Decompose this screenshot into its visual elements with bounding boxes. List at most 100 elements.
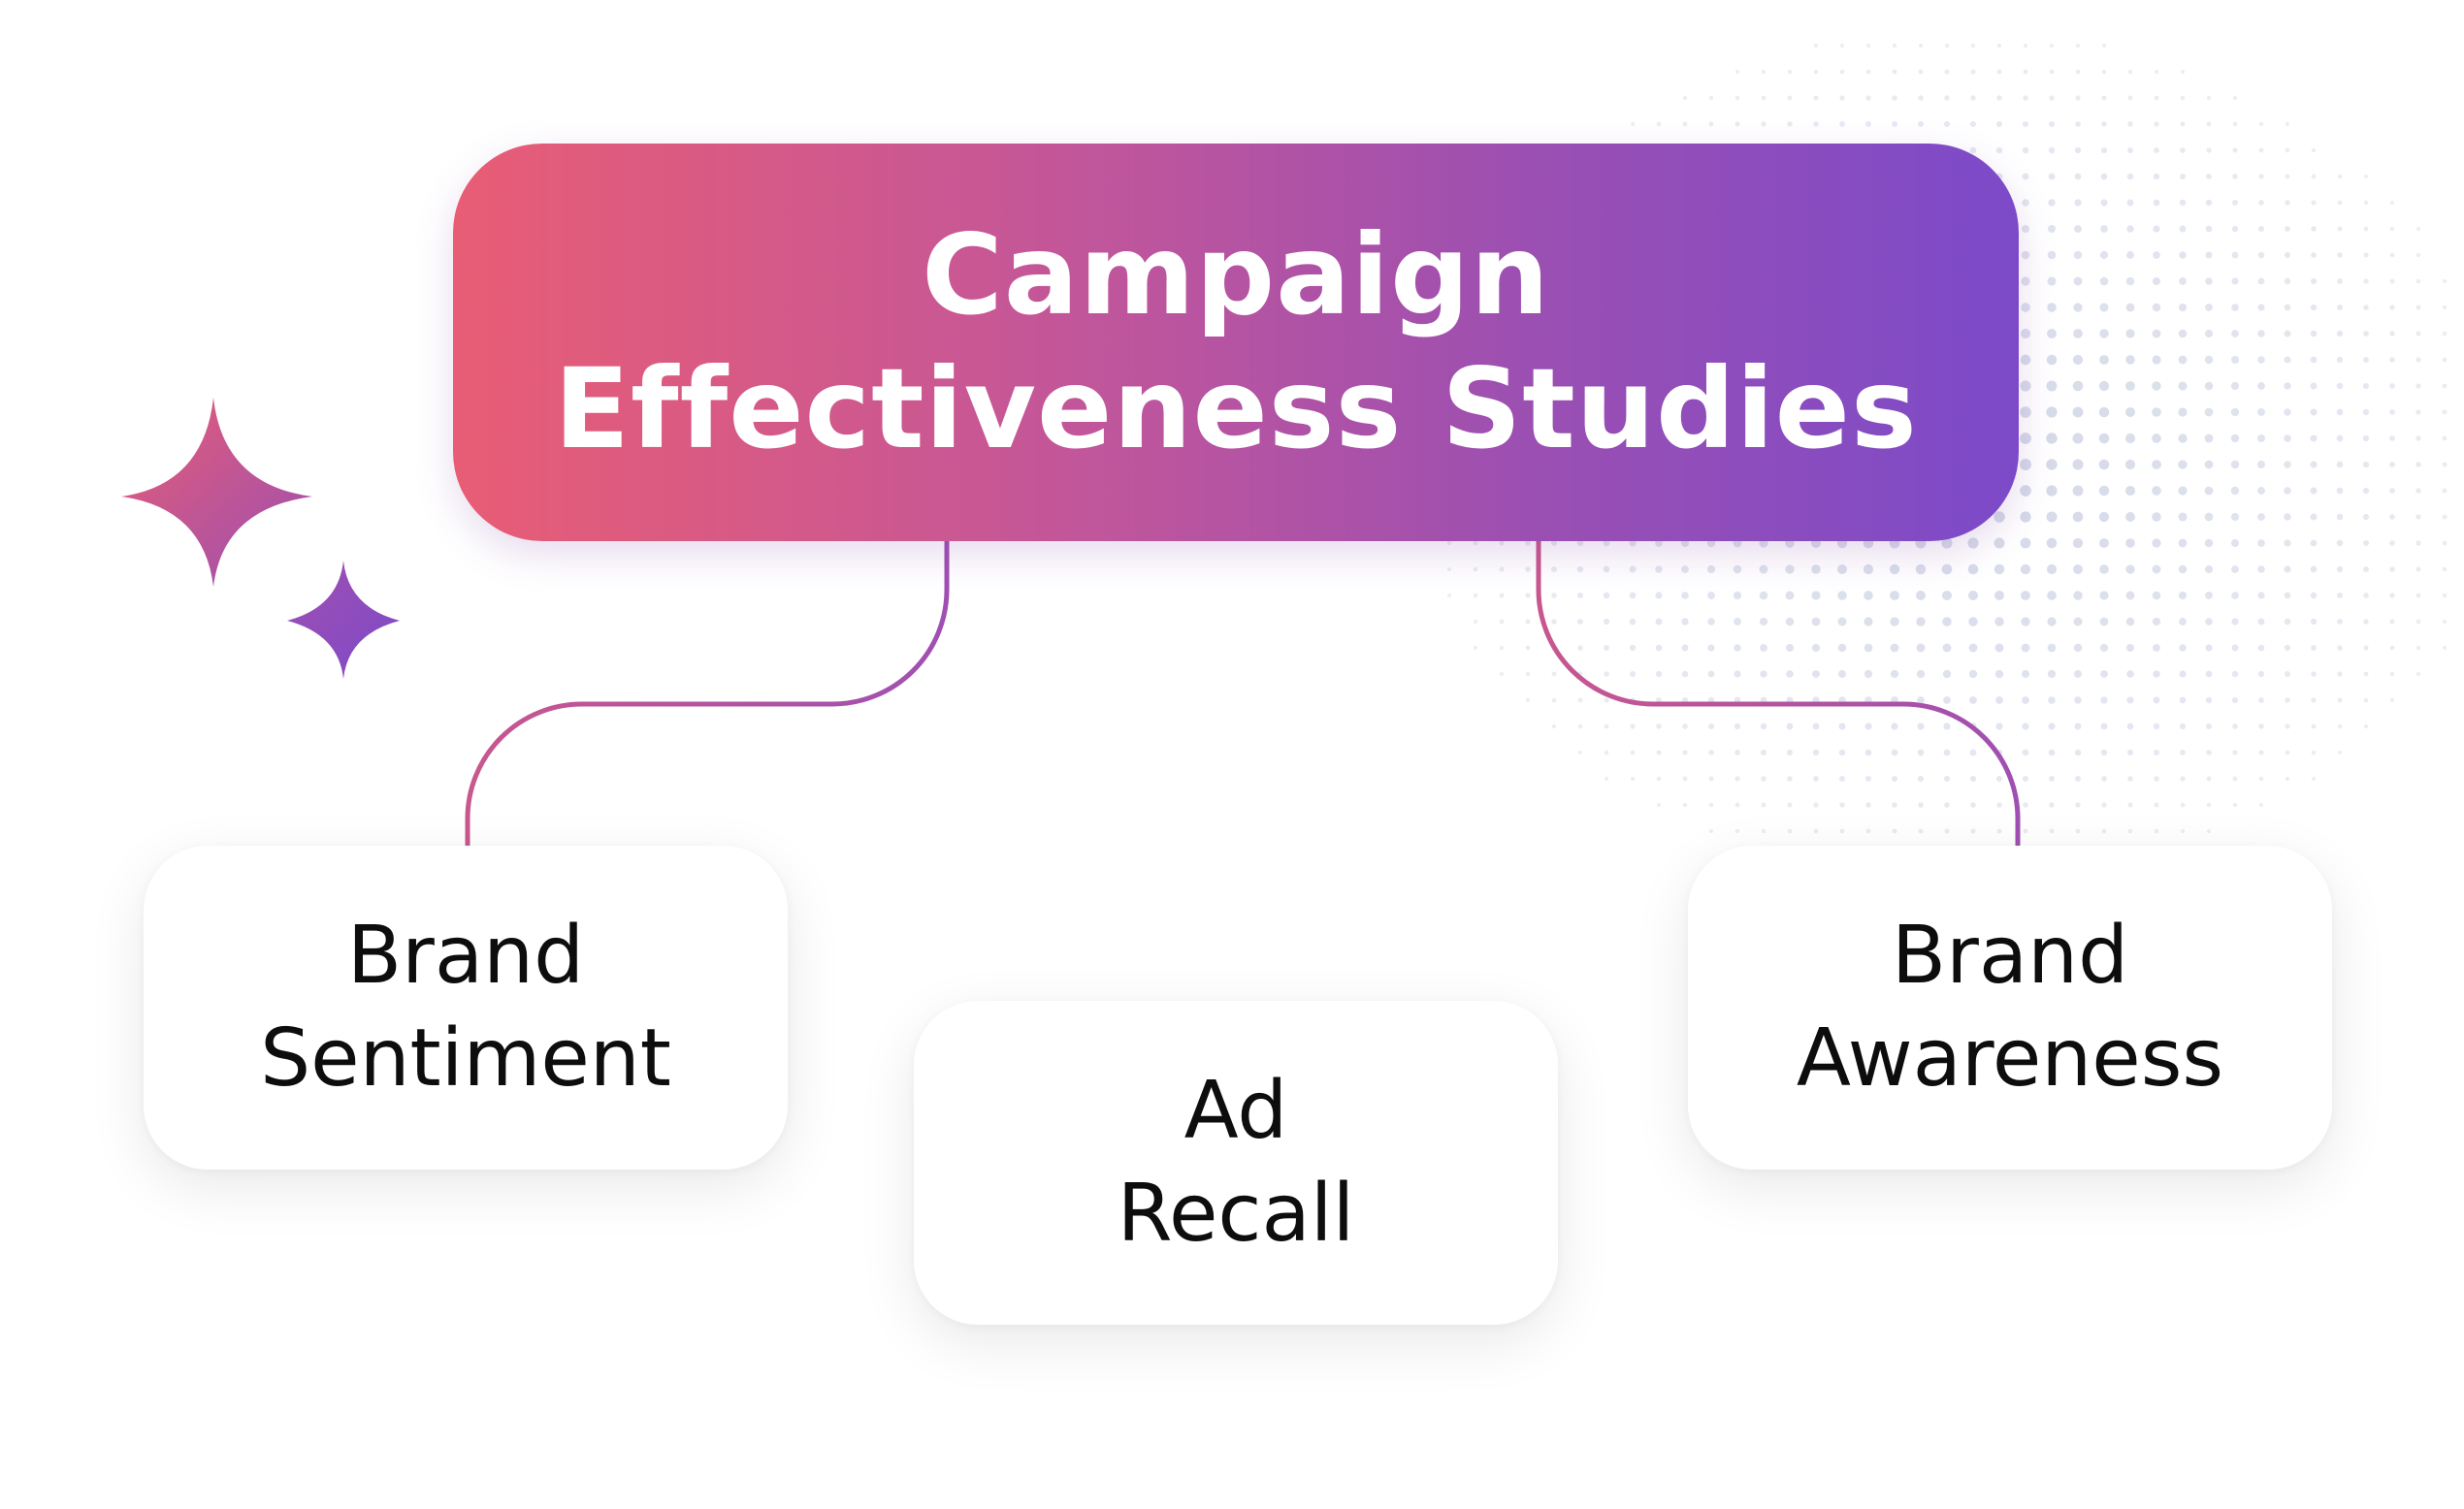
dot [2415,645,2421,651]
dot [2179,199,2187,207]
dot [2257,487,2265,495]
dot [1525,566,1531,572]
dot [2100,749,2108,756]
dot [1682,121,1688,127]
dot [2179,722,2187,730]
dot [1813,802,1819,808]
dot [1969,146,1977,154]
dot [2048,199,2056,207]
dot [1917,696,1925,704]
dot [2152,381,2161,391]
dot [1941,563,1953,575]
dot [2152,460,2161,469]
dot [1735,95,1740,101]
dot [1656,121,1662,127]
dot [1733,564,1742,574]
dot [1629,592,1637,599]
child-node-brand-awareness: Brand Awareness [1688,846,2332,1170]
dot [2285,121,2290,127]
dot [1916,643,1926,653]
child-label-line1: Brand [1891,910,2129,1002]
dot [1864,617,1873,626]
dot [2257,277,2265,285]
dot [2153,722,2160,730]
dot [1785,617,1795,626]
dot [2231,277,2239,285]
dot [1864,722,1872,730]
dot [1968,669,1978,679]
dot [2072,485,2084,497]
dot [1603,539,1610,547]
dot [2257,434,2265,442]
dot [2205,618,2213,626]
dot [2230,460,2240,469]
dot [2152,486,2161,496]
dot [2049,802,2055,808]
dot [1577,723,1583,729]
dot [2046,380,2058,392]
dot [2284,408,2291,416]
dot [2257,592,2265,599]
dot [2415,226,2421,232]
dot [2258,802,2264,808]
dot [2179,644,2187,652]
dot [1525,671,1531,677]
dot [2257,539,2265,547]
dot [2336,461,2344,468]
dot [1707,670,1715,678]
dot [1473,566,1478,572]
dot [1839,776,1845,782]
dot [1787,776,1793,782]
dot [2023,828,2028,834]
dot [2230,538,2240,548]
dot [2152,538,2161,548]
dot [2205,251,2213,259]
dot [2257,565,2265,573]
dot [1995,722,2003,730]
dot [2442,383,2448,389]
dot [1761,121,1767,127]
dot [2442,593,2448,598]
dot [1785,591,1795,600]
dot [1656,750,1662,755]
dot [1787,802,1793,808]
dot [2048,722,2056,730]
dot [1916,617,1926,626]
dot [2125,276,2135,286]
dot [2153,670,2160,678]
dot [2415,278,2421,284]
dot [2073,250,2083,260]
child-label-line2: Recall [1117,1168,1355,1260]
dot [2048,749,2056,756]
dot [2154,750,2159,755]
dot [1786,722,1794,730]
dot [2310,277,2318,285]
dot [2258,723,2264,729]
dot [2284,251,2291,259]
dot [2124,485,2136,497]
dot [1811,564,1821,574]
dot [2074,722,2082,730]
dot [2125,617,2135,626]
dot [1864,775,1872,783]
dot [1708,828,1714,834]
dot [2125,355,2135,365]
dot [1942,669,1952,679]
dot [1812,749,1820,756]
dot [2362,487,2370,495]
dot [2310,330,2318,337]
dot [2284,304,2291,311]
dot [1603,618,1610,626]
dot [2099,643,2109,653]
dot [2442,357,2448,363]
dot [2049,121,2055,127]
dot [1577,697,1583,703]
dot [2415,619,2421,625]
dot [2389,488,2395,494]
dot [2152,617,2161,626]
dot [1655,670,1663,678]
dot [1655,565,1663,573]
dot [2284,644,2291,652]
dot [2125,538,2135,548]
dot [1708,750,1714,755]
